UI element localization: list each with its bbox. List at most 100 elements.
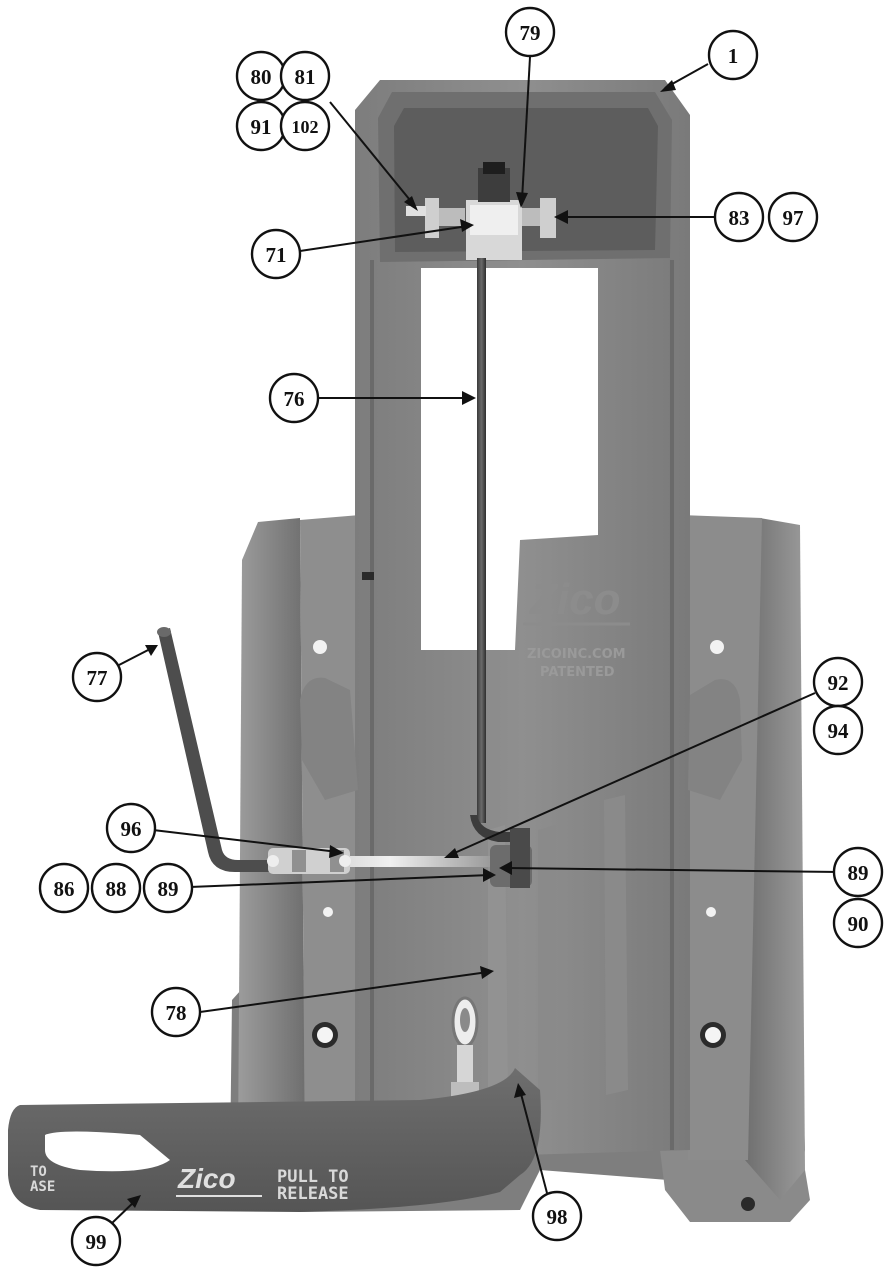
bracket-marking-url: ZICOINC.COM: [527, 647, 626, 662]
slot: [362, 572, 374, 580]
pin-fitting-nut: [292, 850, 306, 872]
rod-bend: [470, 815, 520, 842]
callout-label: 89: [158, 877, 179, 901]
leader-92: [449, 692, 816, 856]
mount-hole: [705, 1027, 721, 1043]
arrow-79: [516, 192, 528, 208]
callout-81: 81: [279, 50, 331, 102]
callout-99: 99: [70, 1215, 122, 1267]
callout-98: 98: [531, 1190, 583, 1242]
pin-end: [339, 855, 351, 867]
callout-label: 97: [783, 206, 804, 230]
callout-label: 98: [547, 1205, 568, 1229]
callout-label: 90: [848, 912, 869, 936]
callout-label: 99: [86, 1230, 107, 1254]
strap-loop-hole: [45, 1131, 170, 1172]
strap-body: [8, 1068, 541, 1212]
arrow-76: [462, 391, 476, 405]
side-wall-right-face: [680, 515, 762, 1160]
leader-98: [519, 1089, 548, 1194]
callout-label: 94: [828, 719, 850, 743]
callout-label: 102: [292, 117, 319, 137]
strap-text-line2: RELEASE: [277, 1184, 349, 1204]
callout-label: 96: [121, 817, 142, 841]
mount-hole: [710, 640, 724, 654]
arrow-99: [127, 1195, 141, 1208]
foot-hole: [741, 1197, 755, 1211]
callout-label: 88: [106, 877, 127, 901]
mount-hole: [706, 907, 716, 917]
cross-pin: [270, 856, 510, 867]
strap-text-line1: PULL TO: [277, 1167, 349, 1187]
callout-77: 77: [71, 651, 123, 703]
callout-86: 86: [38, 862, 90, 914]
arrow-83-97: [554, 210, 568, 224]
leader-77: [118, 647, 153, 666]
latch-plate: [510, 828, 530, 888]
callout-label: 79: [520, 21, 541, 45]
callout-label: 80: [251, 65, 272, 89]
arrow-71: [460, 219, 474, 232]
mount-hole: [323, 907, 333, 917]
strap-end-text-line2: ASE: [30, 1179, 55, 1195]
rod: [477, 258, 486, 823]
arrow-86-88-89: [483, 868, 496, 882]
callout-label: 78: [166, 1001, 187, 1025]
top-clamp: [406, 162, 556, 260]
leader-96: [152, 829, 339, 853]
callout-71: 71: [250, 228, 302, 280]
bracket-marking-patent: PATENTED: [540, 665, 615, 680]
callout-label: 76: [284, 387, 305, 411]
callout-label: 92: [828, 671, 849, 695]
arrow-78: [480, 966, 494, 979]
leader-71: [299, 225, 469, 252]
callout-label: 81: [295, 65, 316, 89]
callout-label: 77: [87, 666, 108, 690]
callout-92: 92: [812, 656, 864, 708]
bracket-assembly: Zico ZICOINC.COM PATENTED: [157, 80, 810, 1222]
cradle-arm-left: [300, 677, 358, 800]
callout-79: 79: [504, 6, 556, 58]
channel-rail: [604, 795, 628, 1095]
callout-label: 1: [728, 44, 739, 68]
callout-91: 91: [235, 100, 287, 152]
callout-label: 89: [848, 861, 869, 885]
arrow-96: [329, 845, 344, 858]
mount-hole: [313, 640, 327, 654]
callout-78: 78: [150, 986, 202, 1038]
bracket-logo: Zico: [528, 575, 620, 624]
handle-tip: [157, 627, 171, 637]
callout-102: 102: [279, 100, 331, 152]
arrow-80-81: [404, 196, 418, 211]
callout-76: 76: [268, 372, 320, 424]
leader-80-81: [329, 101, 415, 206]
arrow-77: [145, 645, 158, 656]
callout-label: 86: [54, 877, 75, 901]
cradle-arm-right: [688, 679, 742, 800]
arrow-1: [660, 80, 676, 92]
arrow-89-90: [499, 861, 512, 875]
pin-end: [267, 855, 279, 867]
leader-86-88-89: [189, 874, 491, 888]
callout-89-left: 89: [142, 862, 194, 914]
pull-strap: Zico PULL TO RELEASE TO ASE: [8, 1068, 541, 1212]
mount-hole: [317, 1027, 333, 1043]
eye-bolt: [451, 996, 479, 1100]
callout-bubbles: 1 79 80 81 91 102 83 97: [38, 6, 884, 1267]
callout-80: 80: [235, 50, 287, 102]
side-wall-right: [745, 518, 805, 1200]
callout-89: 89: [832, 846, 884, 898]
callout-88: 88: [90, 862, 142, 914]
channel-rail: [538, 825, 556, 1100]
strap-end-text-line1: TO: [30, 1164, 47, 1180]
strap-logo: Zico: [177, 1163, 236, 1194]
arrow-92: [444, 848, 459, 858]
leader-79: [521, 56, 531, 201]
callout-94: 94: [812, 704, 864, 756]
leader-lines: [109, 56, 841, 1226]
callout-1: 1: [707, 29, 759, 81]
callout-90: 90: [832, 897, 884, 949]
channel-rail: [488, 825, 508, 1095]
arrow-98: [514, 1083, 526, 1098]
